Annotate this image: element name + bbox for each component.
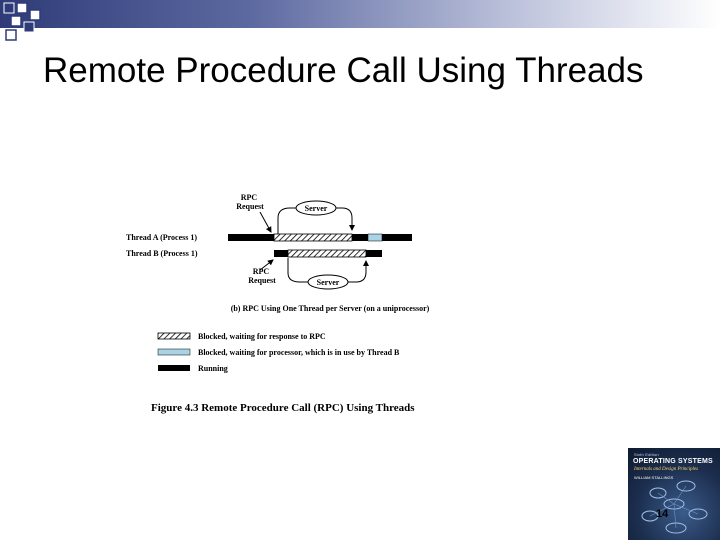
book-cover-edition: Sixth Edition [634,452,659,457]
server-loop-left-top [277,207,296,234]
book-cover-author: WILLIAM STALLINGS [634,475,674,480]
legend-swatch-blocked-processor [157,348,191,356]
legend-swatch-running [158,365,190,371]
server-label-bottom: Server [317,278,340,287]
thread-b-running-1 [274,250,288,257]
slide-title: Remote Procedure Call Using Threads [43,51,644,90]
rpc-threads-figure: RPC Request Server Thread A (Process 1) … [126,193,430,414]
server-ellipse-bottom [307,274,349,290]
thread-a-running-2 [352,234,368,241]
server-ellipse-top [295,200,337,216]
slide-number: 14 [656,508,669,520]
thread-b-label: Thread B (Process 1) [126,249,198,258]
book-cover-subtitle: Internals and Design Principles [634,467,699,472]
thread-a-label: Thread A (Process 1) [126,233,197,242]
title-bar-gradient [0,0,720,28]
server-loop-right-bottom [348,260,369,283]
legend-label-blocked-processor: Blocked, waiting for processor, which is… [198,348,400,357]
server-loop-right-top [336,207,355,231]
book-cover-title: OPERATING SYSTEMS [633,458,713,465]
rpc-request-label-bottom: RPC Request [248,267,276,285]
decorative-squares [3,2,41,41]
rpc-request-arrow-top [259,211,272,233]
server-label-top: Server [305,204,328,213]
thread-a-running-1 [228,234,274,241]
server-loop-left-bottom [287,258,308,283]
rpc-request-label-top: RPC Request [236,193,264,211]
thread-a-blocked-rpc [273,233,353,242]
rpc-request-arrow-bottom [259,259,274,271]
thread-a-blocked-processor [367,233,383,242]
legend-swatch-blocked-rpc [157,332,191,340]
legend-label-running: Running [198,364,228,373]
book-cover-art [641,480,708,534]
book-cover-image: Sixth Edition OPERATING SYSTEMS Internal… [628,448,720,540]
thread-b-blocked-rpc [287,249,367,258]
legend-label-blocked-rpc: Blocked, waiting for response to RPC [198,332,326,341]
thread-a-running-3 [382,234,412,241]
figure-subcaption: (b) RPC Using One Thread per Server (on … [231,304,430,313]
thread-b-running-2 [366,250,382,257]
figure-caption: Figure 4.3 Remote Procedure Call (RPC) U… [151,402,415,414]
